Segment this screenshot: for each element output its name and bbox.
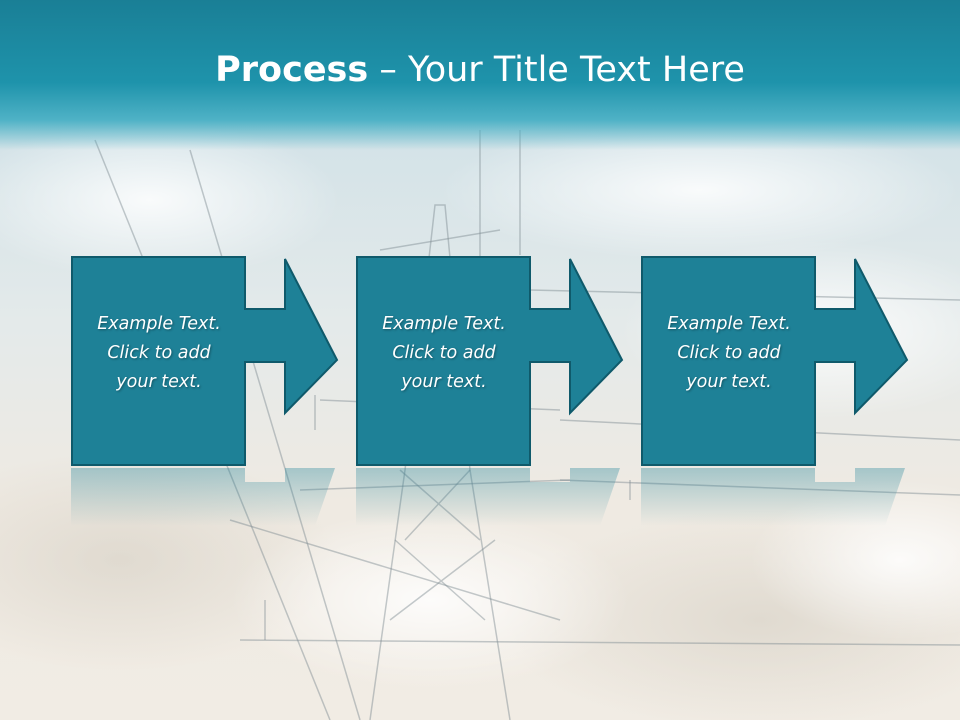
process-step-2[interactable]: Example Text. Click to add your text.: [356, 256, 624, 526]
title-bold: Process: [215, 50, 369, 90]
step-1-shape: [71, 256, 339, 526]
title-dash: –: [368, 50, 408, 90]
slide-title[interactable]: Process – Your Title Text Here: [0, 50, 960, 90]
process-step-3[interactable]: Example Text. Click to add your text.: [641, 256, 909, 526]
step-1-text[interactable]: Example Text. Click to add your text.: [97, 314, 221, 392]
title-rest: Your Title Text Here: [407, 50, 745, 90]
step-2-text[interactable]: Example Text. Click to add your text.: [382, 314, 506, 392]
step-2-shape: [356, 256, 624, 526]
title-bar: [0, 0, 960, 150]
step-3-text[interactable]: Example Text. Click to add your text.: [667, 314, 791, 392]
step-3-shape: [641, 256, 909, 526]
process-step-1[interactable]: Example Text. Click to add your text.: [71, 256, 339, 526]
